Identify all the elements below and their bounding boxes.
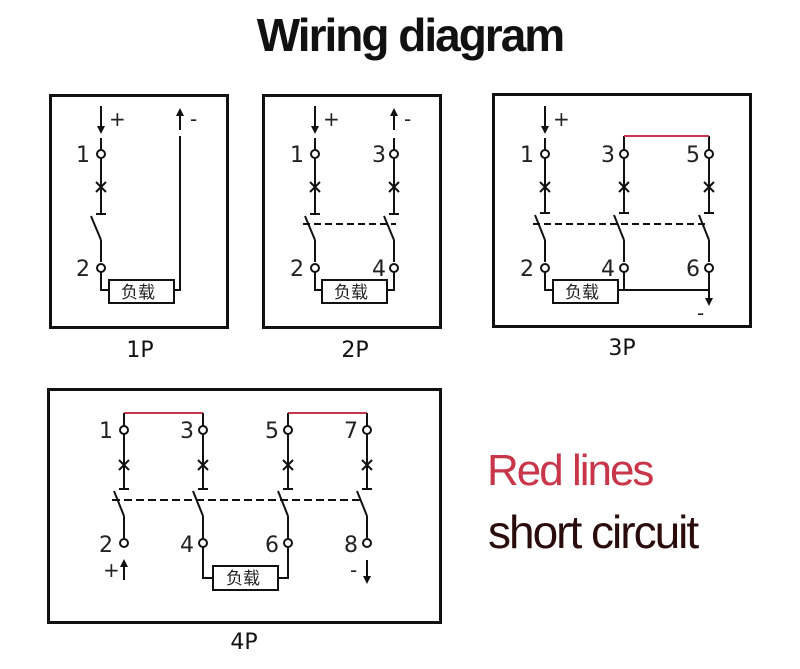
terminal-label: 5: [265, 419, 279, 444]
terminal-label: 2: [520, 257, 534, 282]
terminal-label: 2: [99, 533, 113, 558]
terminal-label: 6: [686, 257, 700, 282]
terminal-label: 2: [76, 257, 90, 282]
terminal-label: 4: [180, 533, 194, 558]
panel-3p-label: 3P: [608, 336, 636, 361]
terminal-label: 3: [601, 143, 615, 168]
terminal-label: 4: [601, 257, 615, 282]
minus-sign: -: [190, 107, 197, 131]
load-label: 负载: [334, 283, 368, 303]
minus-sign: -: [404, 107, 411, 131]
terminal-label: 1: [520, 143, 534, 168]
minus-sign: -: [350, 558, 357, 582]
plus-sign: +: [103, 558, 120, 582]
page-title: Wiring diagram: [256, 9, 565, 61]
terminal-label: 6: [265, 533, 279, 558]
legend-red-lines: Red lines: [487, 446, 654, 495]
terminal-label: 8: [344, 533, 358, 558]
terminal-label: 4: [372, 257, 386, 282]
diagram-3p: [533, 106, 715, 306]
minus-sign: -: [697, 301, 704, 325]
panel-1p: [49, 94, 229, 329]
load-label: 负载: [226, 569, 260, 589]
diagram-1p: [90, 106, 184, 304]
panel-3p: [492, 93, 752, 328]
terminal-label: 3: [372, 143, 386, 168]
plus-sign: +: [323, 107, 340, 131]
terminal-label: 2: [290, 257, 304, 282]
terminal-label: 1: [290, 143, 304, 168]
load-label: 负载: [121, 283, 155, 303]
plus-sign: +: [553, 107, 570, 131]
terminal-label: 3: [180, 419, 194, 444]
terminal-label: 7: [344, 419, 358, 444]
panel-2p-label: 2P: [341, 338, 369, 363]
panel-4p: [47, 388, 442, 624]
panel-2p: [262, 94, 442, 329]
terminal-label: 1: [99, 419, 113, 444]
plus-sign: +: [109, 107, 126, 131]
panel-4p-label: 4P: [230, 630, 258, 655]
terminal-label: 5: [686, 143, 700, 168]
legend-short-circuit: short circuit: [488, 506, 699, 558]
panel-1p-label: 1P: [126, 338, 154, 363]
load-label: 负载: [565, 283, 599, 303]
diagram-4p: [112, 412, 373, 591]
terminal-label: 1: [76, 143, 90, 168]
diagram-2p: [303, 106, 400, 304]
